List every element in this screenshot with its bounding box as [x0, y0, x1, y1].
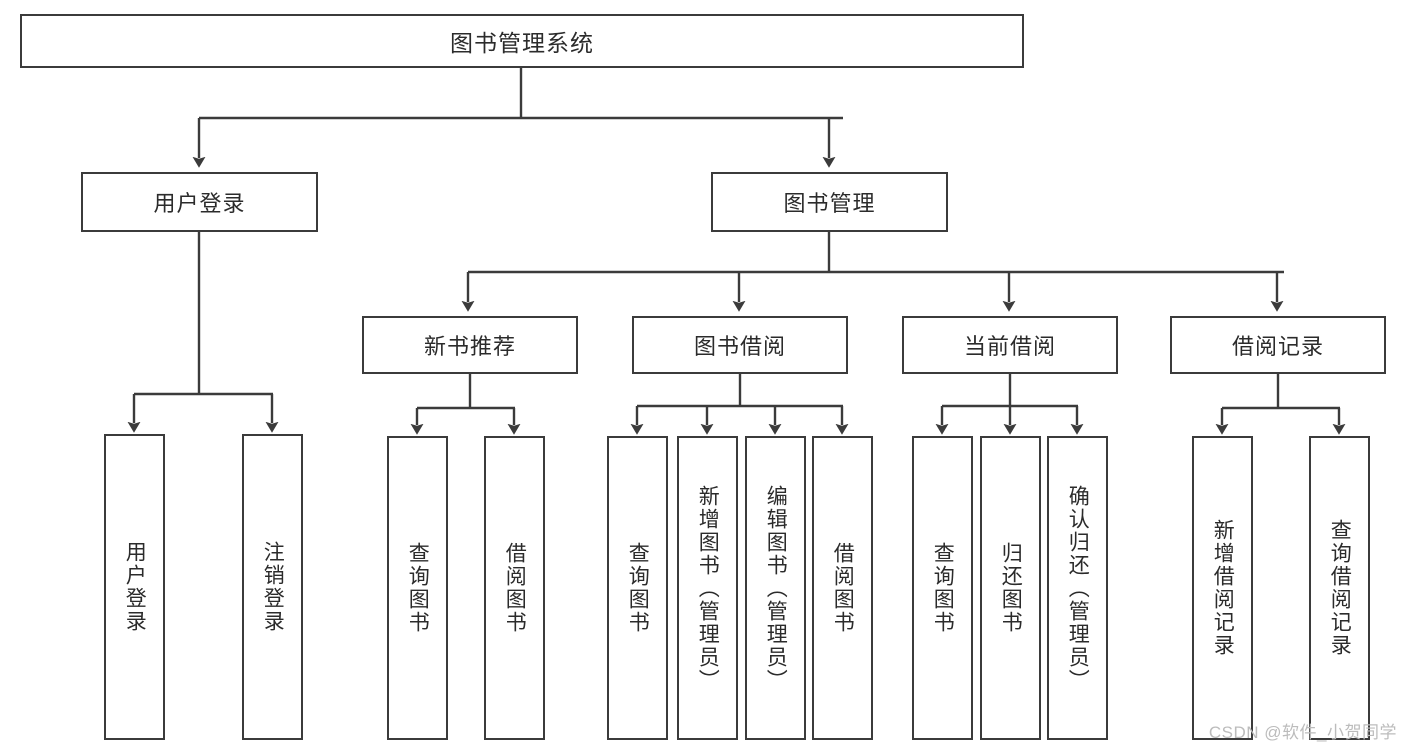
node-label: 确认归还（管理员）	[1066, 484, 1090, 692]
node-label: 借阅图书	[831, 542, 855, 634]
leaf-current-return-book[interactable]: 归还图书	[980, 436, 1041, 740]
node-label: 用户登录	[153, 191, 246, 216]
node-label: 图书管理系统	[450, 30, 594, 56]
node-label: 注销登录	[261, 541, 285, 633]
leaf-borrow-add-book-admin[interactable]: 新增图书（管理员）	[677, 436, 738, 740]
node-new-book-recommend[interactable]: 新书推荐	[362, 316, 578, 374]
leaf-recommend-borrow-book[interactable]: 借阅图书	[484, 436, 545, 740]
node-label: 图书借阅	[693, 334, 786, 359]
node-label: 查询借阅记录	[1328, 519, 1352, 657]
node-label: 查询图书	[626, 542, 650, 634]
node-label: 用户登录	[123, 541, 147, 633]
node-label: 新增借阅记录	[1211, 519, 1235, 657]
node-label: 归还图书	[999, 542, 1023, 634]
node-label: 借阅记录	[1231, 334, 1324, 359]
leaf-record-add-record[interactable]: 新增借阅记录	[1192, 436, 1253, 740]
watermark-csdn: CSDN @软件_小贺同学	[1208, 723, 1397, 742]
leaf-user-login-logout[interactable]: 注销登录	[242, 434, 303, 740]
node-label: 新增图书（管理员）	[696, 484, 720, 692]
leaf-current-query-book[interactable]: 查询图书	[912, 436, 973, 740]
leaf-borrow-query-book[interactable]: 查询图书	[607, 436, 668, 740]
node-book-management[interactable]: 图书管理	[711, 172, 948, 232]
node-root-system[interactable]: 图书管理系统	[20, 14, 1024, 68]
node-current-borrow[interactable]: 当前借阅	[902, 316, 1118, 374]
node-user-login[interactable]: 用户登录	[81, 172, 318, 232]
node-label: 查询图书	[931, 542, 955, 634]
node-book-borrow[interactable]: 图书借阅	[632, 316, 848, 374]
node-label: 借阅图书	[503, 542, 527, 634]
node-label: 查询图书	[406, 542, 430, 634]
node-label: 编辑图书（管理员）	[764, 484, 788, 692]
node-label: 当前借阅	[963, 334, 1056, 359]
node-borrow-record[interactable]: 借阅记录	[1170, 316, 1386, 374]
leaf-recommend-query-book[interactable]: 查询图书	[387, 436, 448, 740]
leaf-borrow-borrow-book[interactable]: 借阅图书	[812, 436, 873, 740]
node-label: 新书推荐	[423, 334, 516, 359]
leaf-record-query-record[interactable]: 查询借阅记录	[1309, 436, 1370, 740]
leaf-user-login-login[interactable]: 用户登录	[104, 434, 165, 740]
node-label: 图书管理	[783, 191, 876, 216]
leaf-borrow-edit-book-admin[interactable]: 编辑图书（管理员）	[745, 436, 806, 740]
leaf-current-confirm-return-admin[interactable]: 确认归还（管理员）	[1047, 436, 1108, 740]
